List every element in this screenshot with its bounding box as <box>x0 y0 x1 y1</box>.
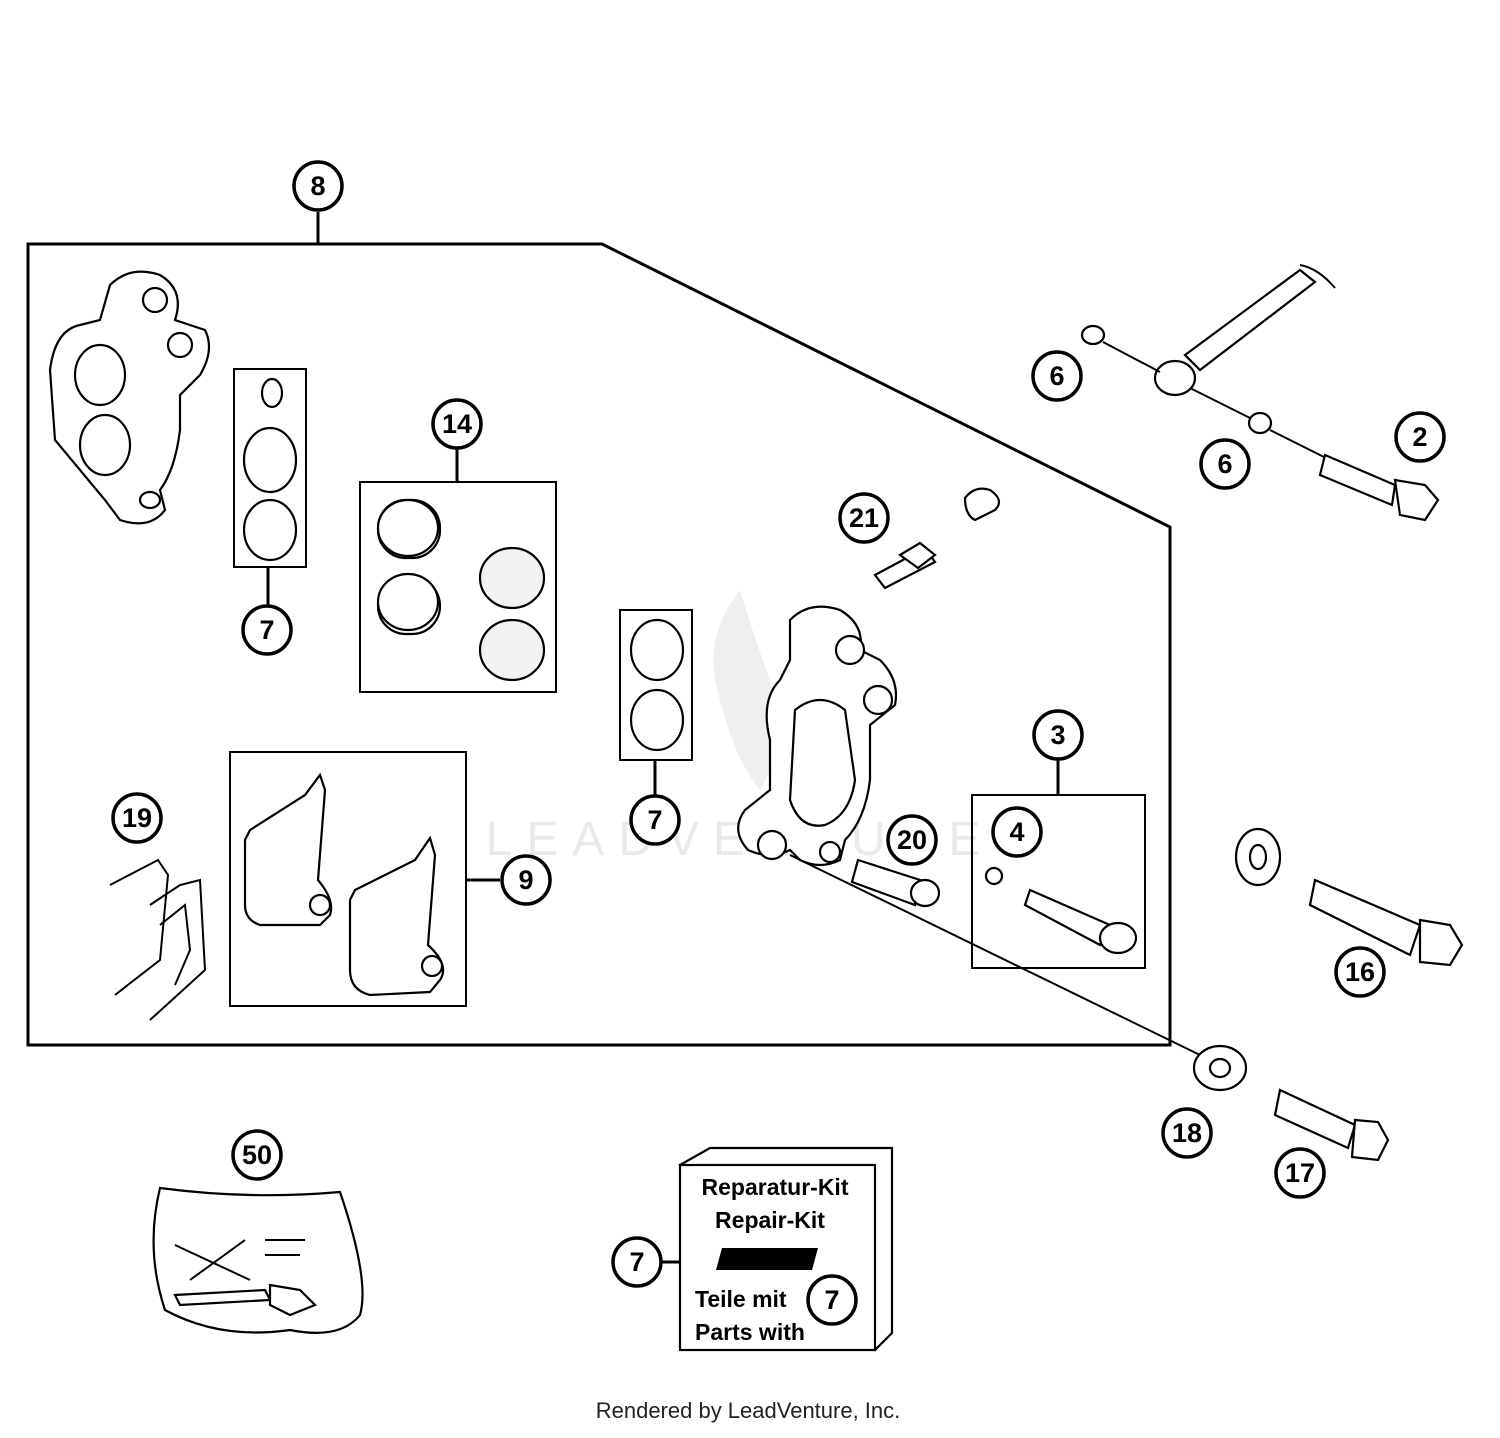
seal-kit-top <box>233 368 307 605</box>
svg-text:8: 8 <box>310 171 325 201</box>
svg-text:20: 20 <box>897 825 927 855</box>
callout-9[interactable]: 9 <box>500 854 552 906</box>
bolt-17-group <box>1192 1044 1390 1162</box>
svg-text:17: 17 <box>1285 1158 1315 1188</box>
callout-7-mid[interactable]: 7 <box>629 794 681 846</box>
svg-text:4: 4 <box>1009 817 1024 847</box>
callout-6-lower[interactable]: 6 <box>1199 438 1251 490</box>
pad-springs <box>109 858 207 1021</box>
callout-14[interactable]: 14 <box>431 398 483 450</box>
callout-18[interactable]: 18 <box>1161 1107 1213 1159</box>
svg-text:18: 18 <box>1172 1118 1202 1148</box>
callout-7-kit[interactable]: 7 <box>611 1236 663 1288</box>
callout-8[interactable]: 8 <box>292 160 344 212</box>
callout-20[interactable]: 20 <box>886 814 938 866</box>
brake-pads-box <box>229 751 500 1007</box>
svg-text:6: 6 <box>1049 361 1064 391</box>
svg-text:7: 7 <box>629 1247 644 1277</box>
repair-kit-box: Reparatur-Kit Repair-Kit Teile mit Parts… <box>662 1146 894 1352</box>
axle-pin-assembly <box>1080 264 1440 522</box>
callout-6-upper[interactable]: 6 <box>1031 350 1083 402</box>
callout-21[interactable]: 21 <box>838 492 890 544</box>
assembly-outline <box>26 242 1172 1047</box>
ktm-logo <box>716 1248 818 1270</box>
caliper-main <box>737 605 898 867</box>
svg-text:21: 21 <box>849 503 879 533</box>
callout-17[interactable]: 17 <box>1274 1147 1326 1199</box>
callout-2[interactable]: 2 <box>1394 411 1446 463</box>
credit-text: Rendered by LeadVenture, Inc. <box>596 1398 901 1423</box>
svg-text:7: 7 <box>647 805 662 835</box>
caliper-half-left <box>48 270 211 525</box>
svg-text:50: 50 <box>242 1140 272 1170</box>
pistons-box <box>359 448 557 693</box>
kit-line-1: Reparatur-Kit <box>702 1174 849 1200</box>
svg-text:6: 6 <box>1217 449 1232 479</box>
callout-19[interactable]: 19 <box>111 792 163 844</box>
kit-line-4: Parts with <box>695 1319 805 1345</box>
svg-text:7: 7 <box>824 1285 839 1315</box>
callout-50[interactable]: 50 <box>231 1129 283 1181</box>
callout-7-top[interactable]: 7 <box>241 604 293 656</box>
svg-text:7: 7 <box>259 615 274 645</box>
svg-text:16: 16 <box>1345 957 1375 987</box>
svg-text:9: 9 <box>518 865 533 895</box>
callout-3[interactable]: 3 <box>1032 709 1084 761</box>
svg-text:3: 3 <box>1050 720 1065 750</box>
seal-kit-mid <box>619 609 693 800</box>
kit-line-2: Repair-Kit <box>715 1207 825 1233</box>
slide-bolt-box <box>971 760 1146 969</box>
bolt-20 <box>850 858 941 908</box>
bleeder-valve <box>873 487 1001 590</box>
callout-7-kit-inner[interactable]: 7 <box>806 1274 858 1326</box>
svg-text:2: 2 <box>1412 422 1427 452</box>
grease-packet <box>152 1186 364 1334</box>
bolt-16-group <box>1234 827 1464 967</box>
kit-line-3: Teile mit <box>695 1286 787 1312</box>
callout-16[interactable]: 16 <box>1334 946 1386 998</box>
leader-18 <box>789 854 1201 1056</box>
callout-4[interactable]: 4 <box>991 806 1043 858</box>
svg-text:14: 14 <box>442 409 472 439</box>
svg-text:19: 19 <box>122 803 152 833</box>
